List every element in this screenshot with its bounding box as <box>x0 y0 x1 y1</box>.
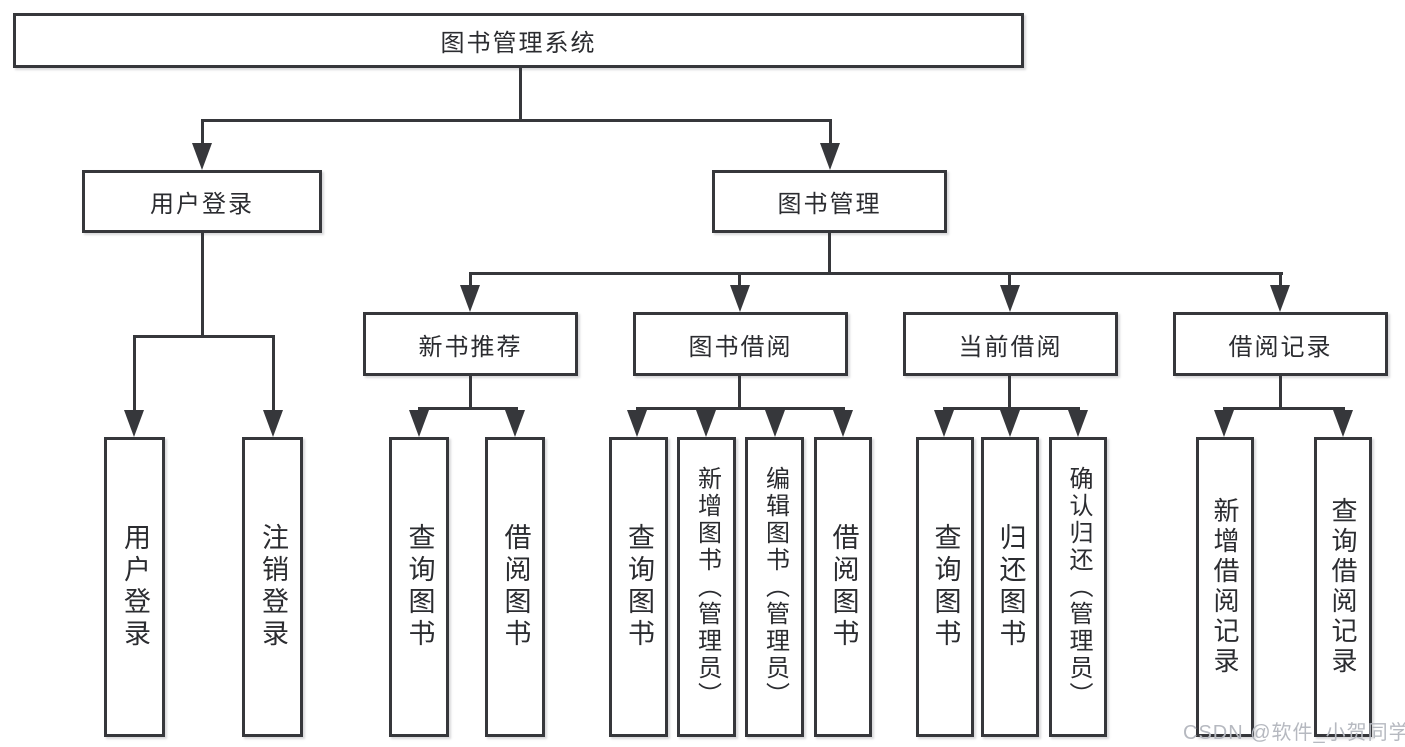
node-label: 查询图书 <box>624 523 654 651</box>
node-leaf-add-borrow-record: 新增借阅记录 <box>1196 437 1254 737</box>
connector-line <box>272 335 275 413</box>
node-label: 新书推荐 <box>418 333 523 361</box>
arrow-down-icon <box>460 285 480 312</box>
connector-line <box>1008 272 1011 288</box>
node-leaf-confirm-return-admin: 确认归还（管理员） <box>1049 437 1107 737</box>
arrow-down-icon <box>1270 285 1290 312</box>
connector-line <box>201 119 832 122</box>
node-user-login: 用户登录 <box>82 170 322 233</box>
connector-line <box>469 272 1283 275</box>
node-leaf-return-books: 归还图书 <box>981 437 1039 737</box>
arrow-down-icon <box>934 410 954 437</box>
node-label: 图书借阅 <box>688 333 793 361</box>
arrow-down-icon <box>765 410 785 437</box>
connector-line <box>738 376 741 409</box>
node-leaf-user-login: 用户登录 <box>104 437 165 737</box>
connector-line <box>469 272 472 288</box>
node-label: 用户登录 <box>120 523 150 651</box>
node-label: 借阅图书 <box>828 523 859 651</box>
node-book-management: 图书管理 <box>712 170 947 233</box>
connector-line <box>133 335 136 413</box>
node-label: 用户登录 <box>150 191 254 218</box>
arrow-down-icon <box>833 410 853 437</box>
arrow-down-icon <box>124 410 144 437</box>
node-library-management-system: 图书管理系统 <box>13 13 1024 68</box>
arrow-down-icon <box>1214 410 1234 437</box>
node-book-borrowing: 图书借阅 <box>633 312 848 376</box>
connector-line <box>1279 376 1282 409</box>
node-label: 借阅图书 <box>500 523 531 651</box>
csdn-watermark: CSDN @软件_小贺同学 <box>1183 722 1405 744</box>
connector-line <box>519 68 522 119</box>
node-leaf-query-books: 查询图书 <box>916 437 974 737</box>
arrow-down-icon <box>409 410 429 437</box>
node-label: 借阅记录 <box>1228 333 1333 361</box>
connector-line <box>829 119 832 145</box>
arrow-down-icon <box>730 285 750 312</box>
connector-line <box>1008 376 1011 409</box>
node-label: 当前借阅 <box>958 333 1063 361</box>
connector-line <box>469 376 472 409</box>
node-borrowing-records: 借阅记录 <box>1173 312 1388 376</box>
connector-line <box>201 119 204 145</box>
node-new-book-recommendation: 新书推荐 <box>363 312 578 376</box>
node-leaf-edit-books-admin: 编辑图书（管理员） <box>745 437 804 737</box>
arrow-down-icon <box>263 410 283 437</box>
connector-line <box>943 407 1080 410</box>
node-label: 查询借阅记录 <box>1328 497 1358 677</box>
node-current-borrowing: 当前借阅 <box>903 312 1118 376</box>
node-label: 确认归还（管理员） <box>1065 465 1092 709</box>
arrow-down-icon <box>505 410 525 437</box>
connector-line <box>201 233 204 337</box>
node-label: 归还图书 <box>995 523 1026 651</box>
node-label: 新增图书（管理员） <box>693 465 721 709</box>
connector-line <box>1223 407 1345 410</box>
node-label: 查询图书 <box>930 523 961 651</box>
connector-line <box>738 272 741 288</box>
node-leaf-borrow-books: 借阅图书 <box>485 437 545 737</box>
node-leaf-query-books: 查询图书 <box>389 437 449 737</box>
connector-line <box>828 233 831 274</box>
arrow-down-icon <box>1068 410 1088 437</box>
arrow-down-icon <box>1333 410 1353 437</box>
node-leaf-query-books: 查询图书 <box>609 437 668 737</box>
node-leaf-add-books-admin: 新增图书（管理员） <box>677 437 736 737</box>
node-label: 新增借阅记录 <box>1210 497 1240 677</box>
connector-line <box>636 407 845 410</box>
node-label: 编辑图书（管理员） <box>761 465 789 709</box>
node-leaf-borrow-books: 借阅图书 <box>814 437 872 737</box>
arrow-down-icon <box>1000 285 1020 312</box>
node-label: 图书管理系统 <box>440 30 597 57</box>
connector-line <box>133 335 275 338</box>
arrow-down-icon <box>820 143 840 170</box>
node-leaf-query-borrow-record: 查询借阅记录 <box>1314 437 1372 737</box>
node-label: 查询图书 <box>404 523 435 651</box>
node-label: 图书管理 <box>777 191 882 218</box>
arrow-down-icon <box>696 410 716 437</box>
arrow-down-icon <box>627 410 647 437</box>
connector-line <box>1279 272 1282 288</box>
node-label: 注销登录 <box>258 523 288 651</box>
connector-line <box>418 407 518 410</box>
arrow-down-icon <box>1000 410 1020 437</box>
node-leaf-logout: 注销登录 <box>242 437 303 737</box>
arrow-down-icon <box>192 143 212 170</box>
